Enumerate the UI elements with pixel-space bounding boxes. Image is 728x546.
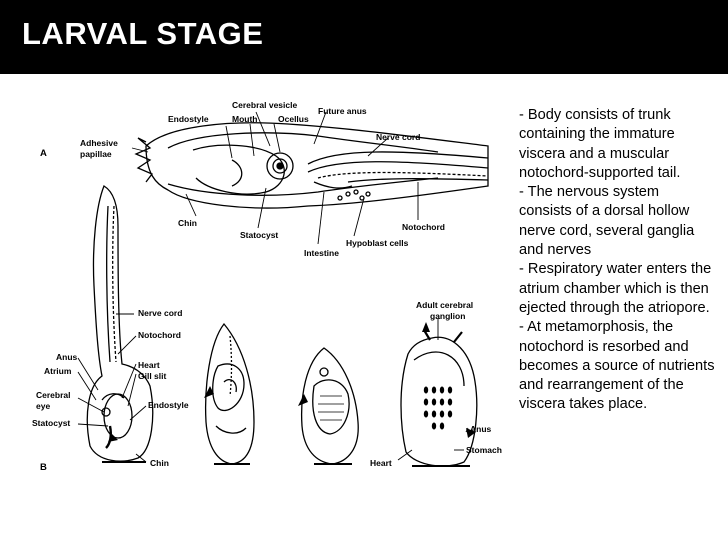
label-heart-b: Heart [138,360,160,370]
larva-b-stage1 [86,185,154,463]
panel-b-label: B [40,462,47,473]
label-adhesive: Adhesive [80,138,118,148]
larva-b-stage3 [300,347,359,465]
label-eye: eye [36,401,50,411]
description-point: - Respiratory water enters the atrium ch… [519,261,712,316]
label-notochord-a: Notochord [402,222,445,232]
label-statocyst-b: Statocyst [32,418,70,428]
title-bar: LARVAL STAGE [0,0,728,74]
larva-diagram: A Cerebral vesicle Future anus Endostyle… [18,86,510,486]
description-panel: - Body consists of trunk containing the … [519,106,715,415]
label-gill-slit: Gill slit [138,371,167,381]
description-point: - The nervous system consists of a dorsa… [519,184,695,259]
label-chin-a: Chin [178,218,197,228]
label-endostyle-a: Endostyle [168,114,209,124]
label-chin-b: Chin [150,458,169,468]
label-anus-right: Anus [470,424,492,434]
label-nerve-cord-b: Nerve cord [138,308,182,318]
label-ganglion: ganglion [430,311,465,321]
label-cerebral: Cerebral [36,390,71,400]
description-point: - At metamorphosis, the notochord is res… [519,319,715,413]
label-stomach: Stomach [466,445,502,455]
label-mouth: Mouth [232,114,258,124]
label-intestine: Intestine [304,248,339,258]
slide-title: LARVAL STAGE [22,16,264,51]
label-papillae: papillae [80,149,112,159]
label-nerve-cord-a: Nerve cord [376,132,420,142]
larva-b-stage4 [400,329,478,467]
label-notochord-b: Notochord [138,330,181,340]
label-cerebral-vesicle: Cerebral vesicle [232,100,297,110]
label-atrium: Atrium [44,366,72,376]
label-statocyst-a: Statocyst [240,230,278,240]
label-adult-cerebral: Adult cerebral [416,300,473,310]
larva-b-stage2 [205,322,255,465]
label-endostyle-b: Endostyle [148,400,189,410]
label-hypoblast-cells: Hypoblast cells [346,238,409,248]
label-future-anus: Future anus [318,106,367,116]
label-anus-b: Anus [56,352,78,362]
panel-a-label: A [40,148,47,159]
larva-a-drawing [134,122,489,209]
label-ocellus: Ocellus [278,114,309,124]
label-heart-right: Heart [370,458,392,468]
description-point: - Body consists of trunk containing the … [519,107,681,181]
